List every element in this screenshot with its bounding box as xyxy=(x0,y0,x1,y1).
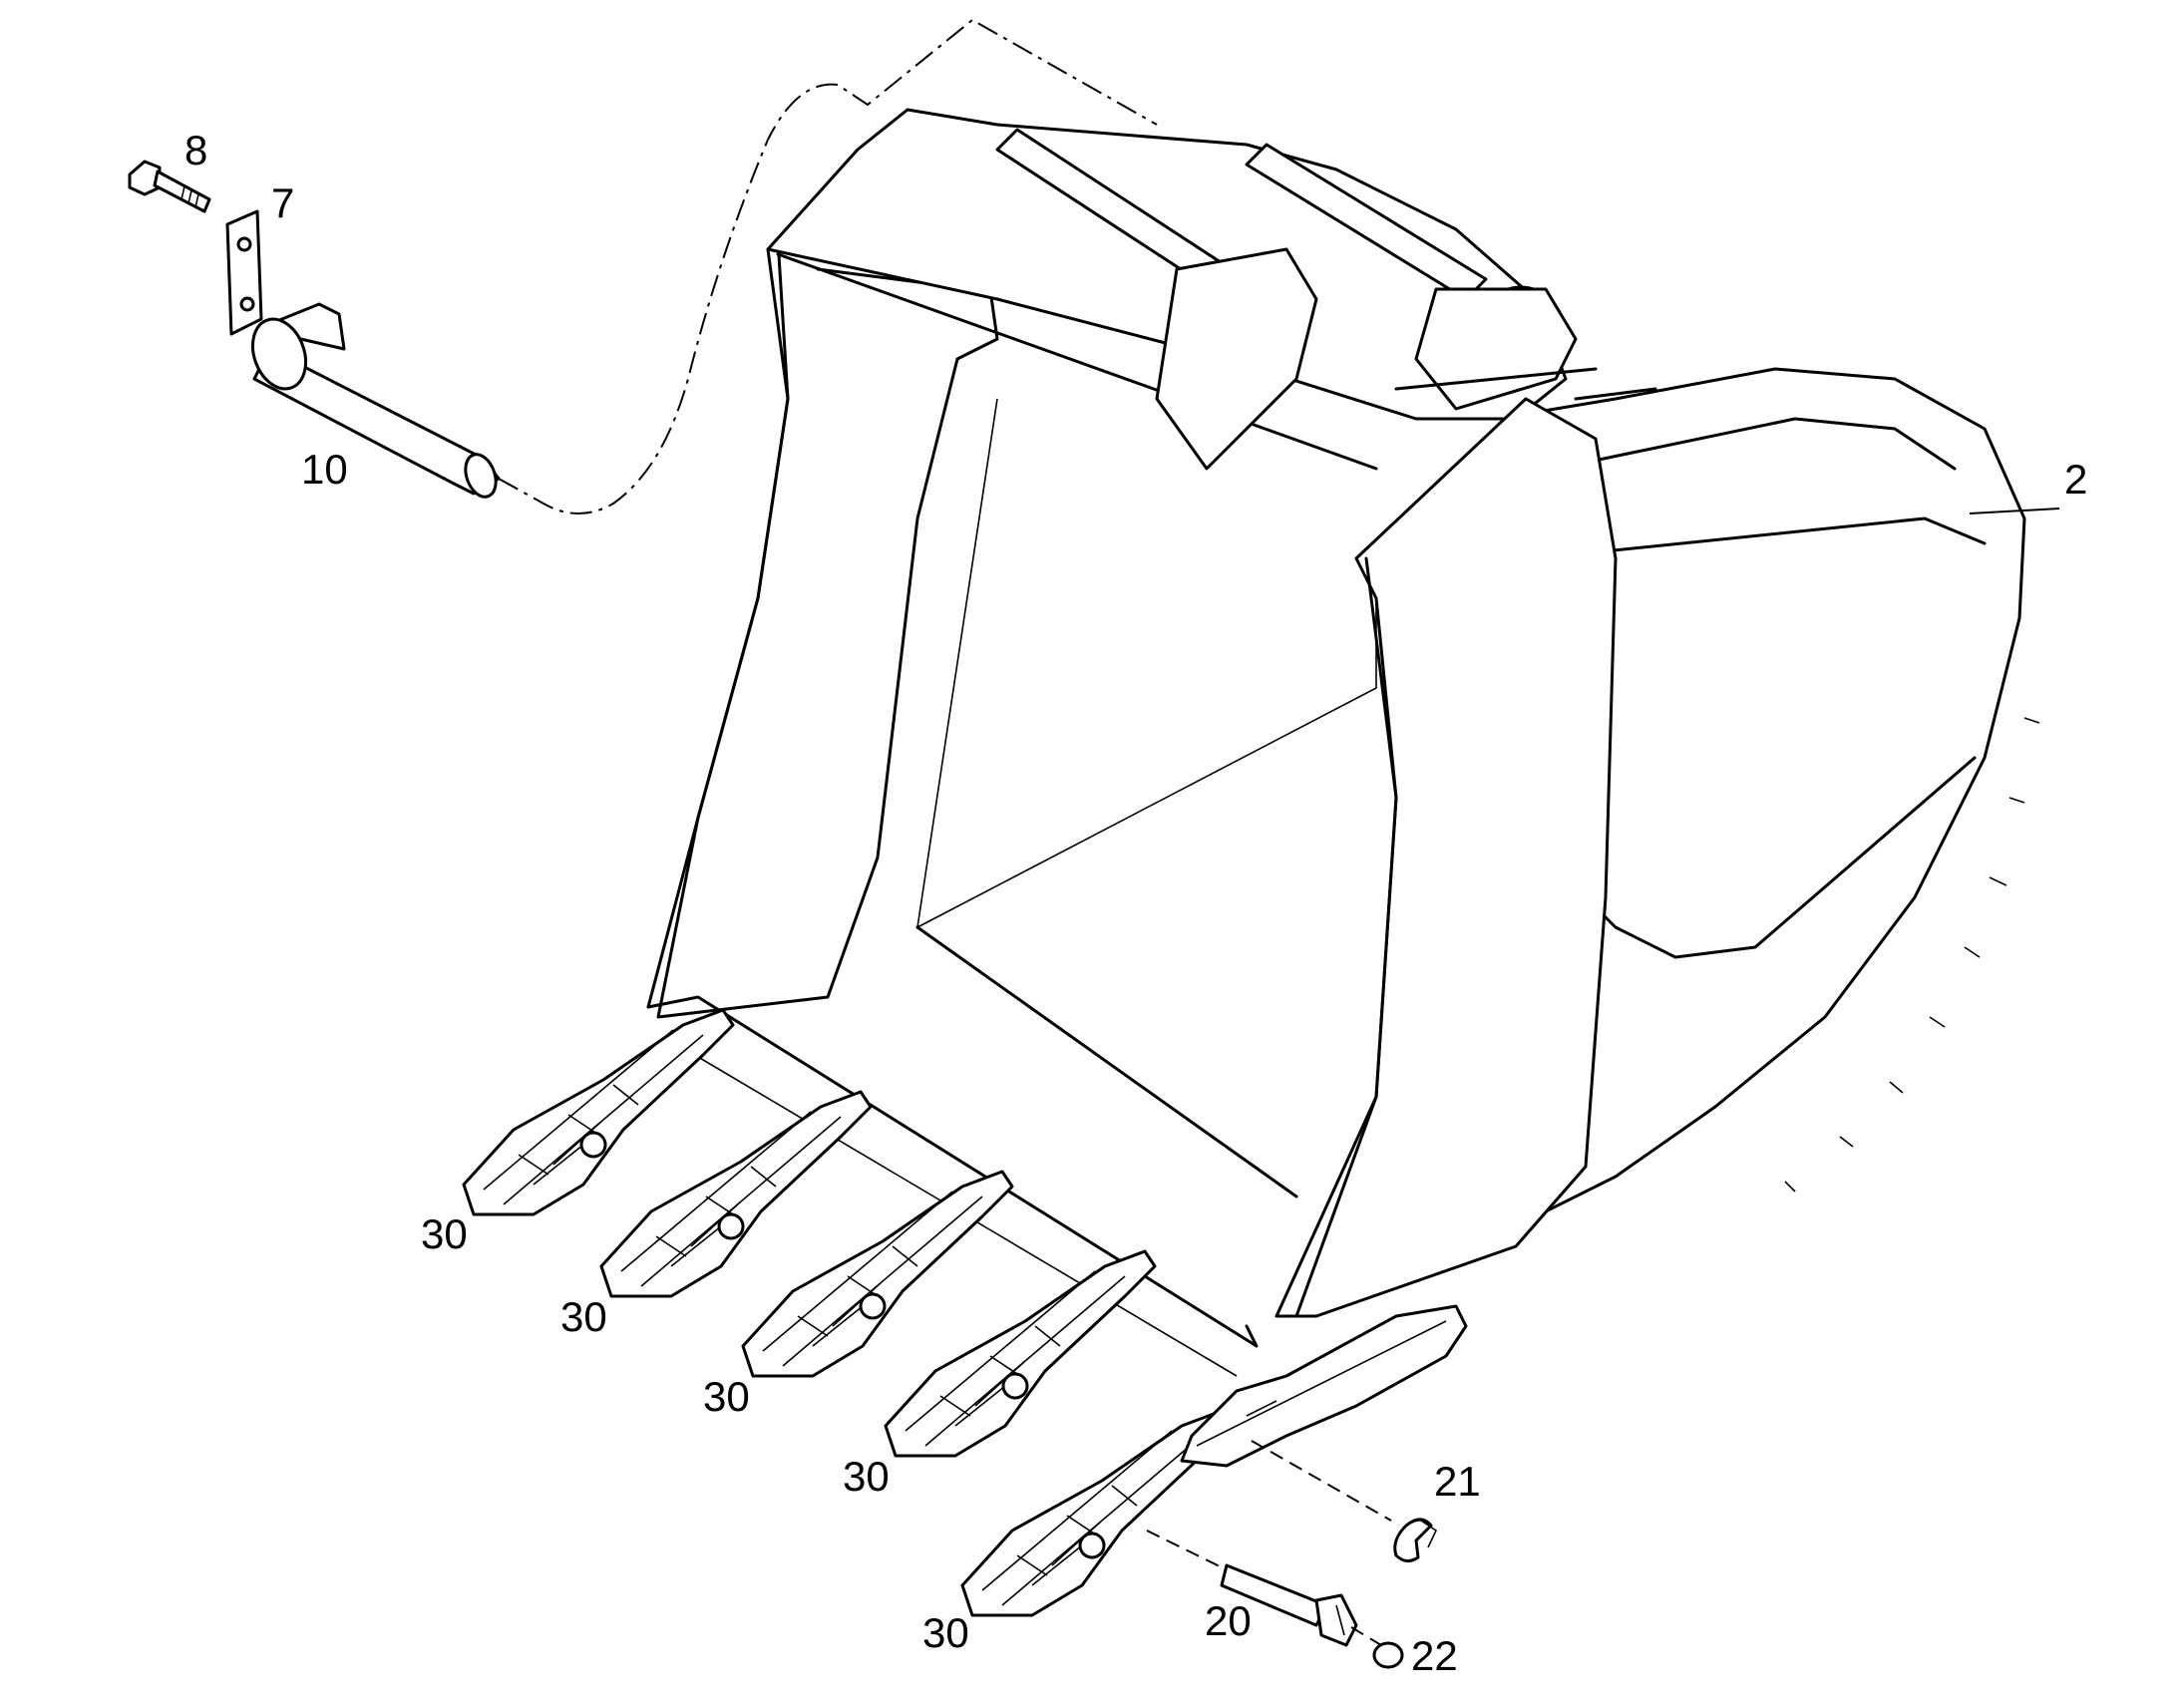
tooth-2 xyxy=(599,1090,873,1298)
callout-20: 20 xyxy=(1205,1597,1252,1644)
pin-10 xyxy=(250,302,501,499)
bolt-8 xyxy=(128,160,211,213)
retainer-21 xyxy=(1393,1518,1438,1562)
tooth-3 xyxy=(741,1170,1014,1378)
callout-10: 10 xyxy=(301,446,348,493)
pin-20 xyxy=(1220,1563,1358,1647)
callout-7: 7 xyxy=(271,179,294,226)
callout-30-second: 30 xyxy=(560,1293,607,1340)
callout-30-fifth: 30 xyxy=(922,1609,969,1656)
callout-30-fourth: 30 xyxy=(843,1453,890,1500)
callout-21: 21 xyxy=(1434,1458,1481,1505)
plate-7 xyxy=(225,209,263,336)
callout-2: 2 xyxy=(2064,456,2087,503)
plug-22 xyxy=(1372,1641,1404,1669)
callout-30-third: 30 xyxy=(703,1373,750,1420)
callout-30-first: 30 xyxy=(421,1210,468,1257)
callout-8: 8 xyxy=(184,127,207,173)
bucket-body xyxy=(646,108,2040,1377)
side-tooth-adapter xyxy=(1180,1304,1468,1468)
tooth-4 xyxy=(884,1249,1157,1458)
callout-22: 22 xyxy=(1411,1632,1458,1679)
tooth-1 xyxy=(462,1008,735,1216)
